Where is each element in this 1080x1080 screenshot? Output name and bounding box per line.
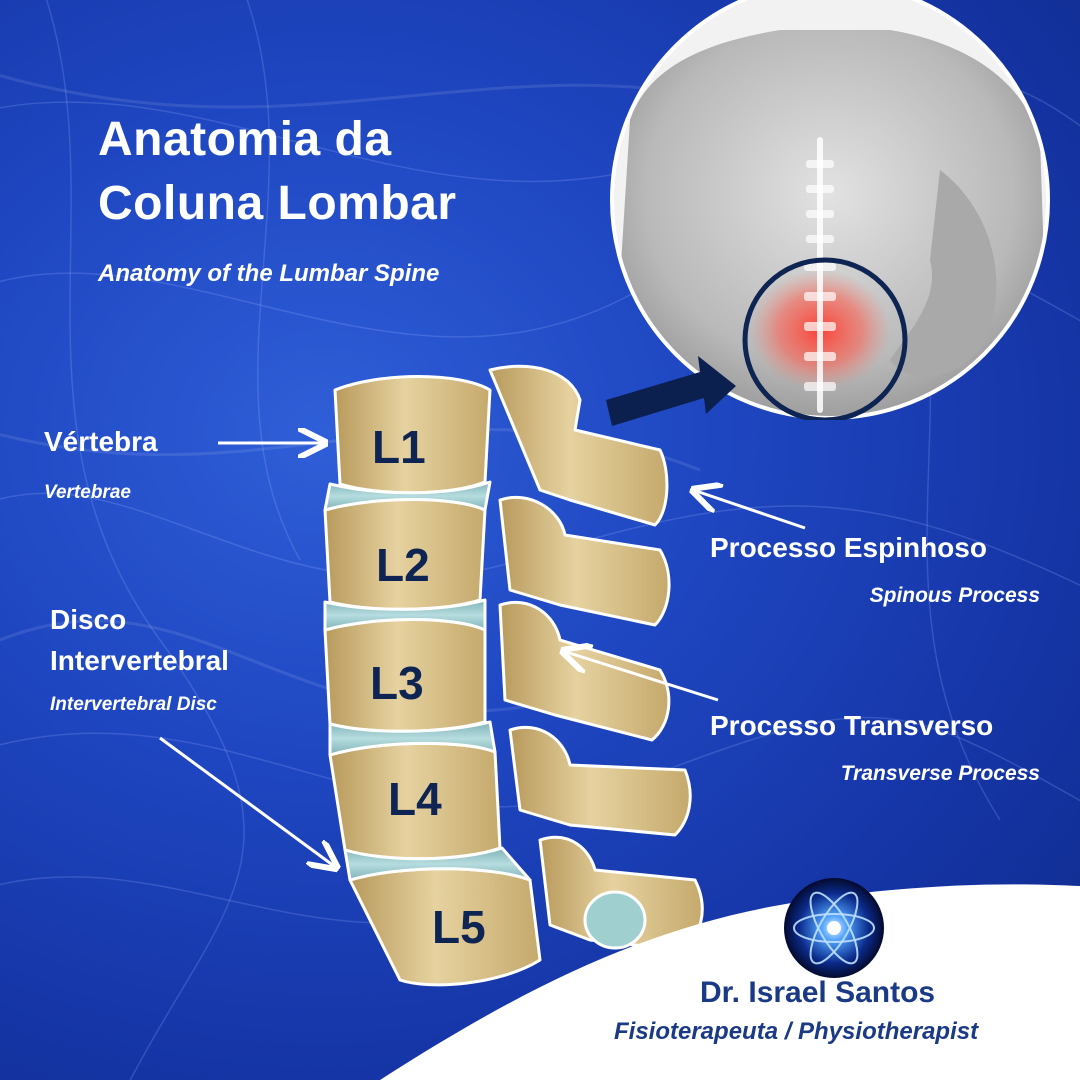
title-line-1: Anatomia da [98,113,392,166]
vertebra-label-l3: L3 [370,657,424,709]
vertebra-label-l2: L2 [376,539,430,591]
spinous-process-label: Processo Espinhoso [710,532,987,563]
back-pain-photo [610,0,1050,420]
vertebra-label-l4: L4 [388,773,442,825]
author-name: Dr. Israel Santos [700,976,936,1009]
transverse-process-label-en: Transverse Process [840,762,1040,785]
disc-label-line-2: Intervertebral [50,645,229,676]
spinous-process-label-en: Spinous Process [869,584,1040,607]
vertebra-label-en: Vertebrae [44,482,131,503]
transverse-process-label: Processo Transverso [710,710,994,741]
vertebra-label-l1: L1 [372,421,426,473]
author-role: Fisioterapeuta / Physiotherapist [614,1018,979,1045]
subtitle: Anatomy of the Lumbar Spine [98,260,440,287]
disc-label-en: Intervertebral Disc [50,694,217,715]
title-line-2: Coluna Lombar [98,177,457,230]
vertebra-label: Vértebra [44,426,158,457]
lumbar-spine-illustration [323,364,704,987]
vertebra-label-l5: L5 [432,901,486,953]
disc-label-line-1: Disco [50,604,127,635]
atom-logo-icon [784,878,884,978]
